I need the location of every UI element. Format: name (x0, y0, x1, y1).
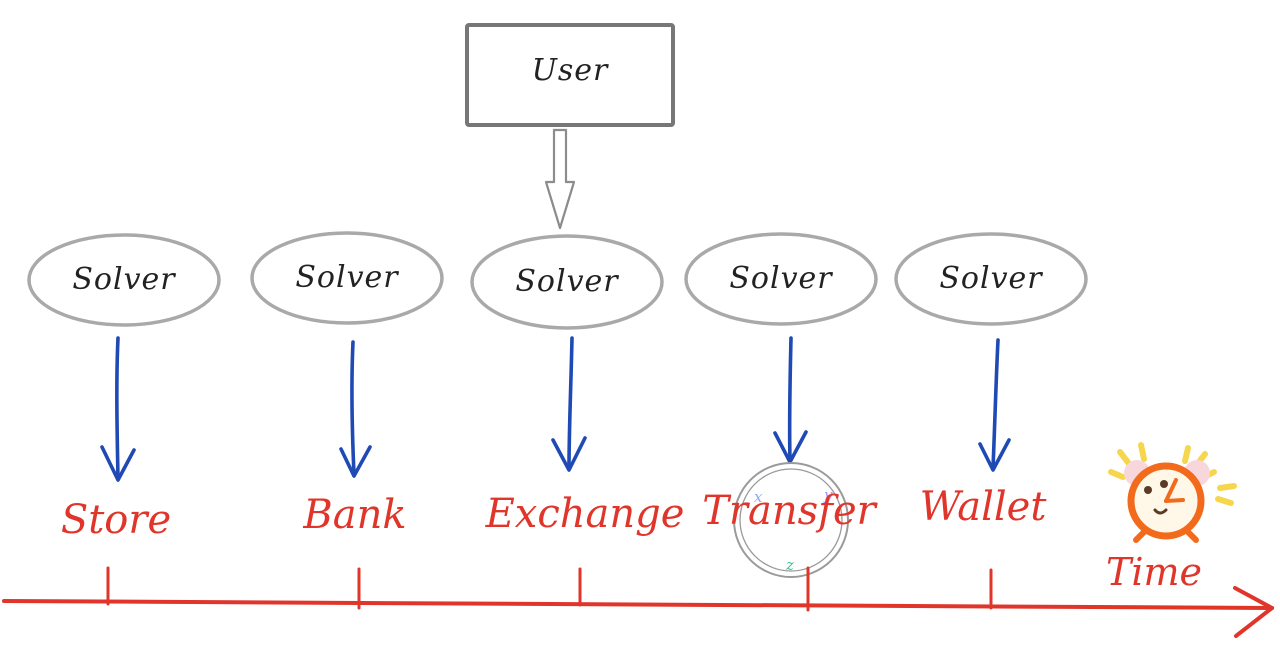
solver-ellipse (894, 232, 1088, 326)
solver-ellipse (27, 233, 221, 327)
event-labels: Store Bank Exchange Transfer Wallet (61, 484, 1048, 543)
blue-arrow-5 (978, 338, 1011, 472)
user-to-solver-arrow (544, 128, 576, 230)
solver-label: Solver (939, 261, 1043, 296)
event-label-transfer: Transfer (702, 488, 878, 534)
alarm-clock-icon (1108, 442, 1237, 543)
event-label-bank: Bank (302, 492, 406, 538)
solver-ellipse (250, 231, 444, 325)
timeline (2, 566, 1274, 638)
event-label-exchange: Exchange (485, 491, 685, 537)
solver-label: Solver (295, 260, 399, 295)
solver-ellipse (470, 234, 664, 330)
user-node: User (465, 23, 675, 127)
blue-arrow-1 (100, 336, 136, 482)
gizmo-z-label: z (785, 556, 794, 574)
solver-label: Solver (72, 262, 176, 297)
solver-node-5: Solver (894, 232, 1088, 326)
axis-gizmo-icon: x y z (733, 462, 849, 578)
time-axis-label: Time (1106, 550, 1202, 594)
hollow-arrow-icon (544, 128, 576, 230)
solver-ellipse (684, 232, 878, 326)
blue-arrow-3 (551, 336, 587, 472)
gizmo-x-label: x (754, 488, 763, 506)
solver-node-1: Solver (27, 233, 221, 327)
blue-arrow-4 (773, 336, 808, 464)
solver-event-arrows (100, 336, 1011, 482)
solver-label: Solver (515, 264, 619, 299)
user-box (465, 23, 675, 127)
solver-node-4: Solver (684, 232, 878, 326)
gizmo-y-label: y (823, 486, 833, 504)
solver-node-3: Solver (470, 234, 664, 330)
solver-node-2: Solver (250, 231, 444, 325)
user-label: User (532, 53, 609, 88)
event-label-wallet: Wallet (920, 484, 1048, 530)
event-label-store: Store (61, 497, 171, 543)
blue-arrow-2 (339, 340, 372, 478)
solver-label: Solver (729, 261, 833, 296)
